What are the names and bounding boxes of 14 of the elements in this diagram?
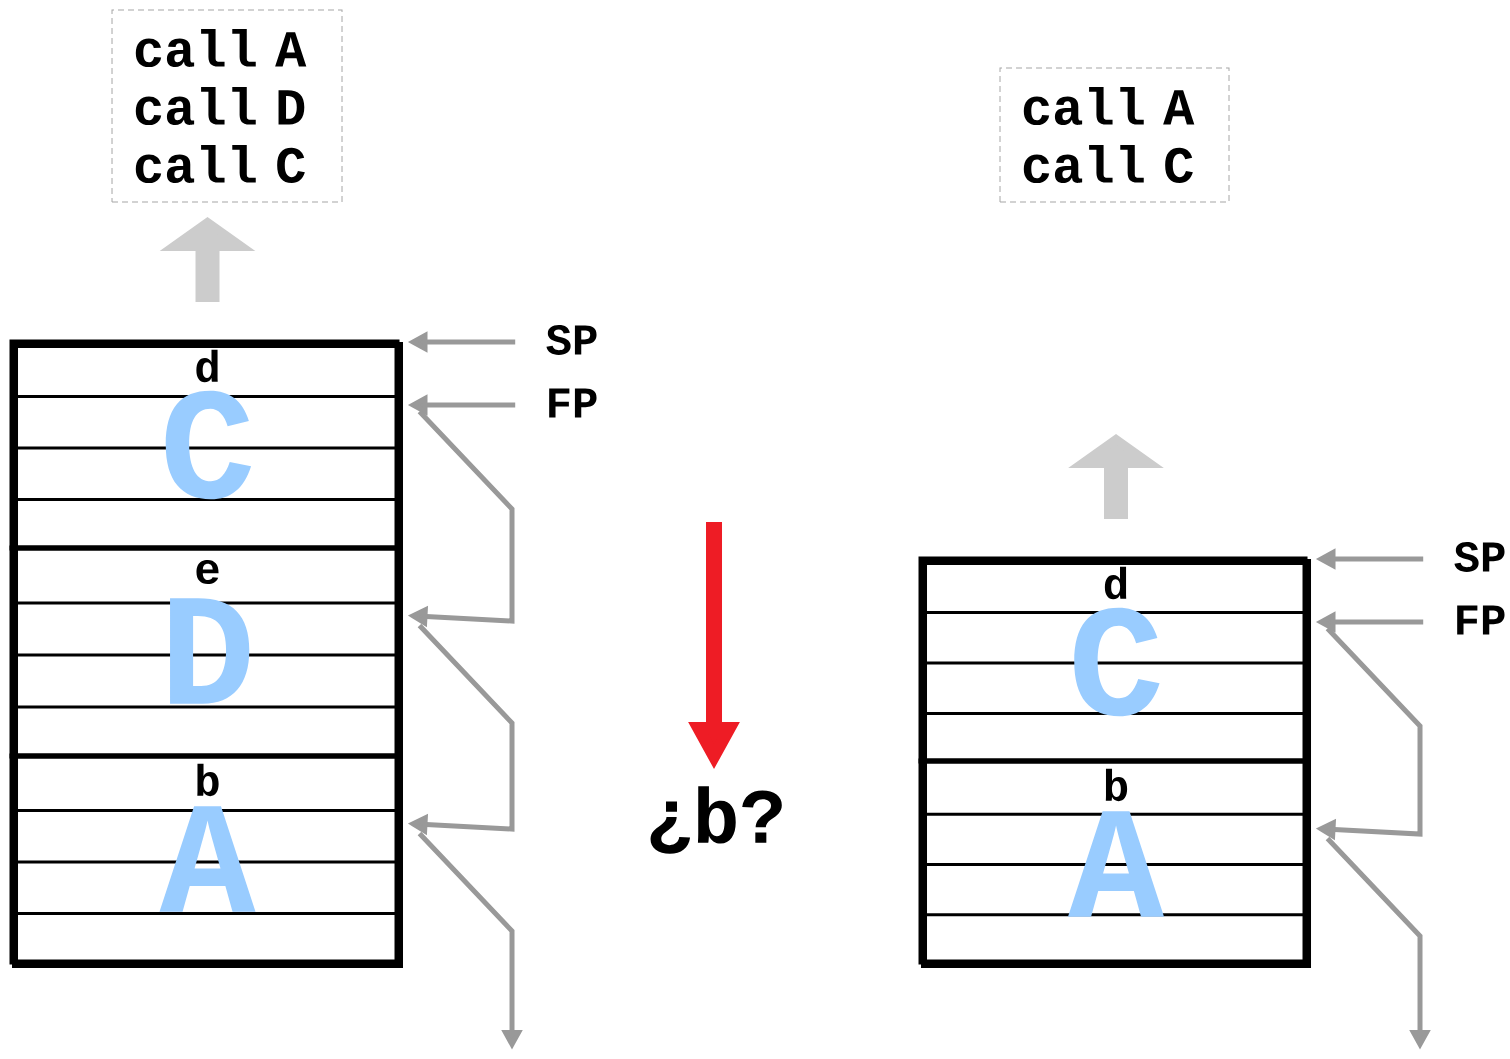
register-label: FP	[1457, 605, 1505, 635]
code-box: call A call D call C	[111, 9, 343, 203]
code-box: call A call C	[999, 67, 1230, 203]
variable-label: d	[1104, 566, 1127, 600]
stack-box	[12, 342, 403, 968]
variable-label: d	[196, 349, 218, 383]
stack-box	[921, 559, 1311, 968]
variable-label: b	[1105, 768, 1128, 802]
variable-label: e	[196, 559, 219, 585]
question-label: ¿b?	[650, 786, 782, 854]
register-label: SP	[1454, 542, 1505, 572]
variable-label: b	[197, 763, 219, 797]
register-label: SP	[546, 325, 597, 355]
register-label: FP	[549, 388, 597, 418]
